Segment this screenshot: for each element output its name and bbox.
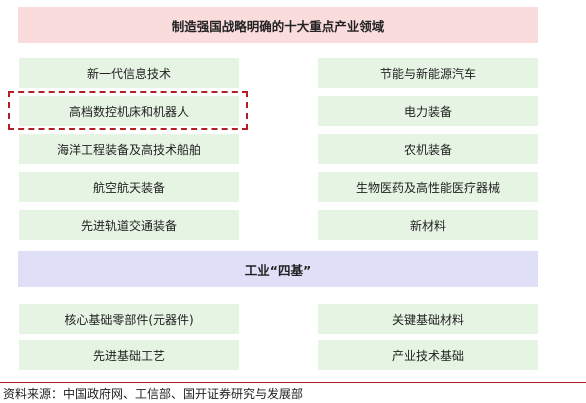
footer-divider: [0, 382, 586, 383]
industry-box-left-3: 海洋工程装备及高技术船舶: [19, 134, 239, 164]
industry-box-right-5: 新材料: [318, 210, 538, 240]
industry-box-right-2: 电力装备: [318, 96, 538, 126]
industry-box-left-1: 新一代信息技术: [19, 58, 239, 88]
four-bases-title: 工业“四基”: [18, 251, 538, 287]
industry-box-right-3: 农机装备: [318, 134, 538, 164]
source-note: 资料来源：中国政府网、工信部、国开证券研究与发展部: [3, 387, 304, 401]
base-box-right-2: 产业技术基础: [318, 340, 538, 370]
industry-box-right-4: 生物医药及高性能医疗器械: [318, 172, 538, 202]
industry-box-left-4: 航空航天装备: [19, 172, 239, 202]
base-box-right-1: 关键基础材料: [318, 304, 538, 334]
industry-box-right-1: 节能与新能源汽车: [318, 58, 538, 88]
diagram-title: 制造强国战略明确的十大重点产业领域: [18, 7, 538, 43]
industry-box-left-2: 高档数控机床和机器人: [19, 96, 239, 126]
base-box-left-1: 核心基础零部件(元器件): [19, 304, 239, 334]
base-box-left-2: 先进基础工艺: [19, 340, 239, 370]
industry-box-left-5: 先进轨道交通装备: [19, 210, 239, 240]
